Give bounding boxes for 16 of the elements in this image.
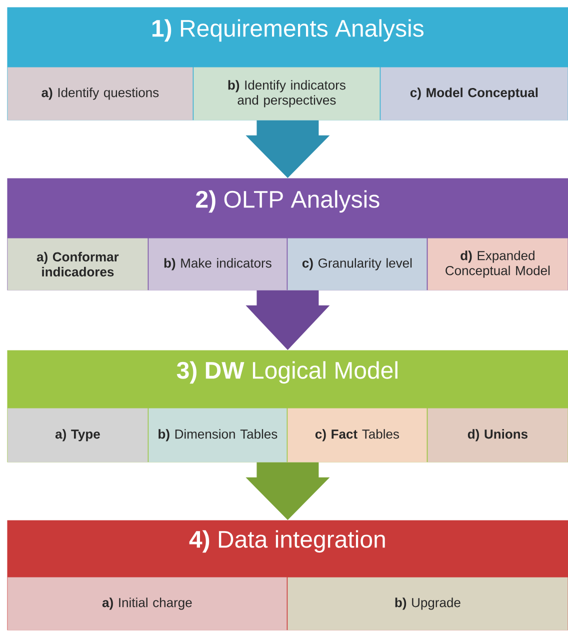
step-cell: c) Granularity level (288, 238, 427, 290)
step-cell: b) Dimension Tables (148, 408, 287, 462)
block-arrow (246, 120, 330, 178)
step-cell: b) Make indicators (148, 238, 287, 290)
step-cell: a) Initial charge (8, 577, 287, 630)
step-cell: b) Upgrade (288, 577, 568, 630)
step-cell: a) Type (8, 408, 148, 462)
step-cell: a) Conformar indicadores (8, 238, 148, 290)
step-cell: b) Identify indicators and perspectives (194, 67, 380, 120)
block-arrow (246, 290, 330, 350)
step-cell: a) Identify questions (8, 67, 193, 120)
step-cell: d) Unions (428, 408, 568, 462)
step-cell: c) Fact Tables (288, 408, 427, 462)
step-cell: d) Expanded Conceptual Model (428, 238, 568, 290)
block-arrow (246, 462, 330, 520)
step-cell: c) Model Conceptual (380, 67, 568, 120)
